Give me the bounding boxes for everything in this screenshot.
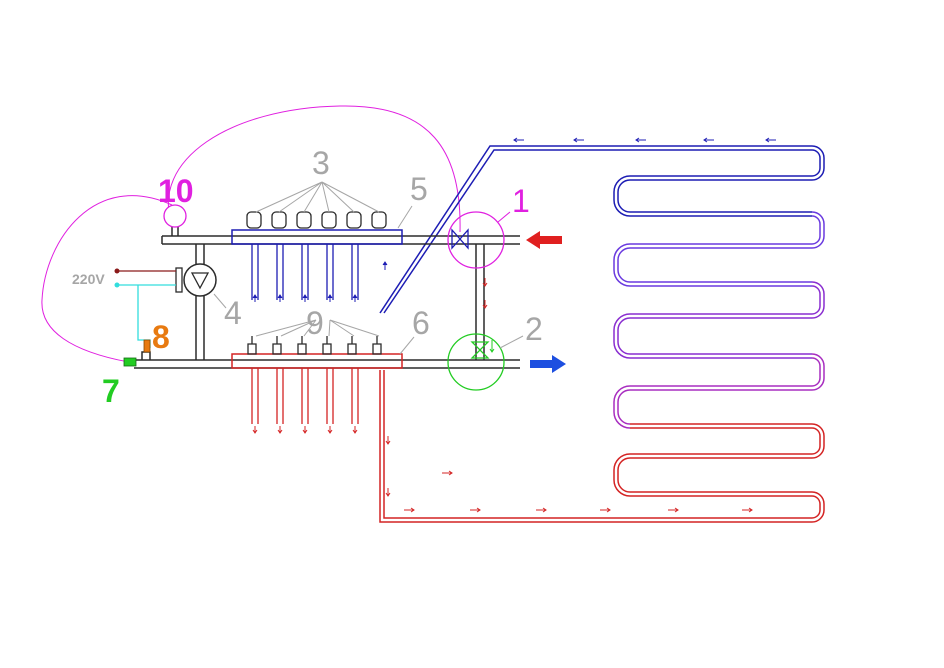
leader-lines [213, 181, 524, 355]
circulation-pump [175, 263, 217, 297]
label-5: 5 [410, 171, 428, 207]
supply-flow-arrows [252, 261, 388, 302]
supply-outlets [251, 244, 359, 300]
loop-mid-2 [617, 281, 825, 355]
thermostatic-valve-circle [447, 211, 505, 269]
label-4: 4 [224, 295, 242, 331]
inlet-arrow [526, 231, 562, 249]
bypass-valve-icon [470, 341, 490, 359]
label-1: 1 [512, 183, 530, 219]
manifold-actuators [246, 211, 387, 229]
bypass-valve-circle [447, 333, 505, 391]
label-7: 7 [102, 373, 120, 409]
thermostat-head [163, 204, 187, 228]
label-3: 3 [312, 145, 330, 181]
label-8: 8 [152, 319, 170, 355]
loop-mid-3 [617, 353, 825, 425]
label-2: 2 [525, 311, 543, 347]
return-manifold [231, 353, 403, 369]
outlet-arrow [530, 355, 566, 373]
temperature-sensor [143, 339, 151, 353]
capillary-line [41, 105, 461, 364]
label-6: 6 [412, 305, 430, 341]
thermostatic-valve-icon [451, 228, 469, 250]
loop-supply-diagonal [379, 145, 825, 314]
floor-loop [379, 145, 825, 523]
return-outlets [251, 368, 359, 424]
leader-lines-color [497, 211, 511, 223]
valve-seven [123, 357, 137, 367]
loop-flow-arrows [513, 137, 776, 143]
voltage-label: 220V [72, 271, 105, 287]
return-flow-arrows [252, 278, 753, 513]
label-9: 9 [306, 305, 324, 341]
supply-manifold [231, 229, 403, 245]
loop-mid-1 [617, 211, 825, 283]
label-10: 10 [158, 173, 194, 209]
balancing-valves [247, 336, 382, 355]
